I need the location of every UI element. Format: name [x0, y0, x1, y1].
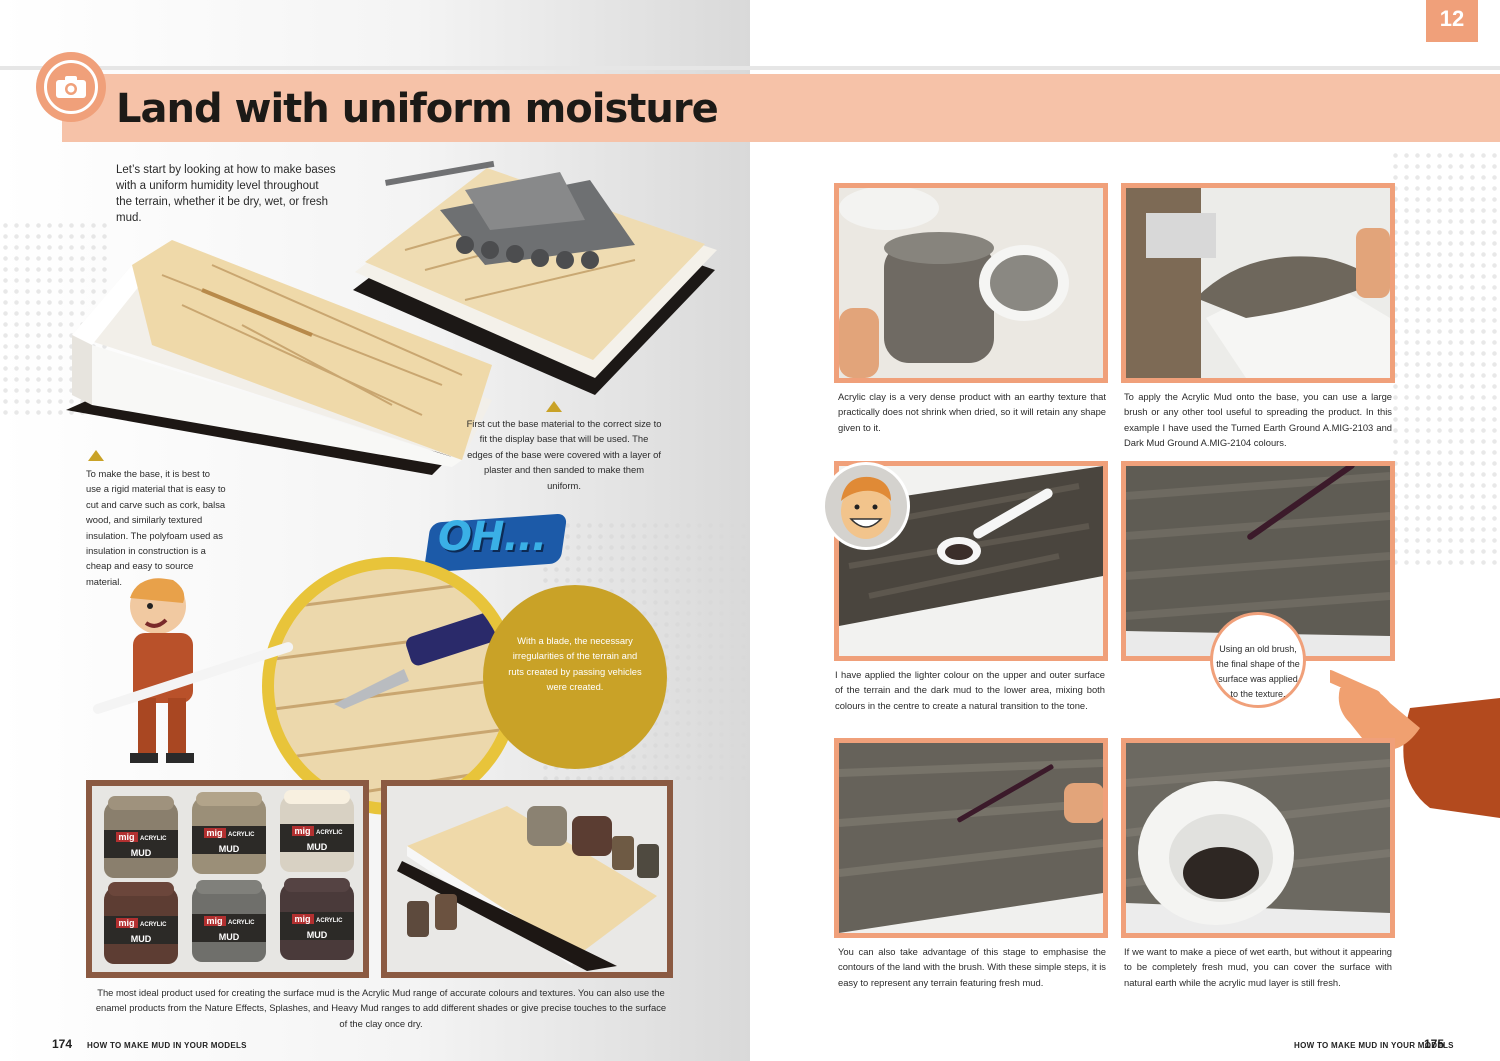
- smiling-face-icon: [822, 462, 910, 550]
- caption-lighter-colour: I have applied the lighter colour on the…: [835, 669, 1105, 711]
- camera-glyph-icon: [56, 76, 86, 98]
- jar-lid: [284, 878, 350, 892]
- jar-label: mig ACRYLIC MUD: [192, 826, 266, 854]
- intro-paragraph: Let’s start by looking at how to make ba…: [116, 164, 336, 224]
- photo-apply-mud: [1121, 183, 1395, 383]
- top-rule: [0, 66, 1500, 70]
- jar-lid: [196, 792, 262, 806]
- caption-apply-mud: To apply the Acrylic Mud onto the base, …: [1124, 391, 1392, 449]
- photo-contours: [834, 738, 1108, 938]
- jar-product: MUD: [306, 842, 328, 852]
- halftone-pattern: [1390, 150, 1500, 570]
- jar-lid: [284, 790, 350, 804]
- photo-acrylic-clay: [834, 183, 1108, 383]
- blade-circle: [262, 557, 520, 815]
- jar-lid: [108, 882, 174, 896]
- jar-product: MUD: [306, 930, 328, 940]
- caption-base: To make the base, it is best to use a ri…: [86, 468, 226, 587]
- caption-products: The most ideal product used for creating…: [95, 987, 667, 1029]
- caption-pointer-icon: [546, 401, 562, 412]
- jar-brand: mig: [115, 918, 138, 928]
- jar-product: MUD: [130, 848, 152, 858]
- footer-right: HOW TO MAKE MUD IN YOUR MODELS: [1294, 1041, 1454, 1050]
- jar-range: ACRYLIC: [140, 836, 167, 842]
- mud-jar: mig ACRYLIC MUD: [192, 880, 266, 962]
- mud-jar: mig ACRYLIC MUD: [104, 882, 178, 964]
- page-title: Land with uniform moisture: [116, 86, 719, 132]
- caption-blade: With a blade, the necessary irregulariti…: [508, 635, 642, 693]
- jar-brand: mig: [203, 828, 226, 838]
- pointing-hand-icon: [1324, 668, 1500, 818]
- jar-label: mig ACRYLIC MUD: [104, 916, 178, 944]
- jar-label: mig ACRYLIC MUD: [192, 914, 266, 942]
- title-band: [62, 74, 1500, 142]
- cartoon-character: [88, 568, 298, 773]
- oh-exclamation: OH...: [423, 512, 568, 574]
- caption-acrylic-clay: Acrylic clay is a very dense product wit…: [838, 391, 1106, 433]
- jar-brand: mig: [203, 916, 226, 926]
- jar-range: ACRYLIC: [316, 830, 343, 836]
- jar-product: MUD: [218, 932, 240, 942]
- blade-photo: [274, 569, 508, 803]
- page-number-right: 175: [1424, 1037, 1445, 1051]
- jar-range: ACRYLIC: [228, 832, 255, 838]
- caption-pointer-icon: [88, 450, 104, 461]
- mud-jar: mig ACRYLIC MUD: [280, 878, 354, 960]
- base-with-paints-photo: [381, 780, 673, 978]
- blade-caption-bubble: [483, 585, 667, 769]
- jar-brand: mig: [291, 914, 314, 924]
- jar-range: ACRYLIC: [316, 918, 343, 924]
- jar-lid: [108, 796, 174, 810]
- chapter-number-badge: 12: [1426, 0, 1478, 42]
- caption-plaster: First cut the base material to the corre…: [466, 418, 662, 491]
- jar-product: MUD: [218, 844, 240, 854]
- photo-natural-earth: [1121, 738, 1395, 938]
- jar-brand: mig: [291, 826, 314, 836]
- jar-range: ACRYLIC: [228, 920, 255, 926]
- mud-jar: mig ACRYLIC MUD: [192, 792, 266, 874]
- jar-product: MUD: [130, 934, 152, 944]
- terrain-base-photo: [62, 215, 502, 475]
- mud-jars-photo: mig ACRYLIC MUD mig ACRYLIC MUD mig ACRYLIC M…: [86, 780, 369, 978]
- page-number-left: 174: [52, 1037, 73, 1051]
- mud-jar: mig ACRYLIC MUD: [280, 790, 354, 872]
- jar-range: ACRYLIC: [140, 922, 167, 928]
- jar-lid: [196, 880, 262, 894]
- camera-icon: [36, 52, 106, 122]
- mud-jar: mig ACRYLIC MUD: [104, 796, 178, 878]
- caption-natural-earth: If we want to make a piece of wet earth,…: [1124, 946, 1392, 988]
- jar-brand: mig: [115, 832, 138, 842]
- caption-brush-bubble: Using an old brush, the final shape of t…: [1216, 644, 1300, 699]
- brush-caption-bubble: [1210, 612, 1306, 708]
- jar-label: mig ACRYLIC MUD: [280, 912, 354, 940]
- footer-left: HOW TO MAKE MUD IN YOUR MODELS: [87, 1041, 247, 1050]
- caption-contours: You can also take advantage of this stag…: [838, 946, 1106, 988]
- tank-base-photo: [345, 150, 730, 415]
- jar-label: mig ACRYLIC MUD: [280, 824, 354, 852]
- jar-label: mig ACRYLIC MUD: [104, 830, 178, 858]
- exclamation-text: OH...: [438, 514, 547, 560]
